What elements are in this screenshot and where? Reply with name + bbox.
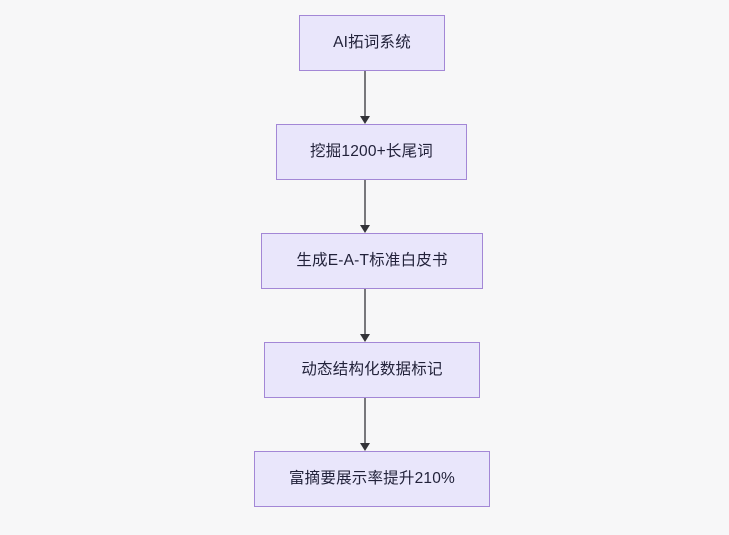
flow-arrow-3 — [358, 289, 372, 342]
flow-node-generate-eat-whitepaper[interactable]: 生成E-A-T标准白皮书 — [261, 233, 483, 289]
arrowhead-icon — [360, 443, 370, 451]
flow-node-label: 生成E-A-T标准白皮书 — [296, 251, 448, 269]
arrow-line — [364, 180, 366, 226]
flow-arrow-2 — [358, 180, 372, 233]
arrowhead-icon — [360, 116, 370, 124]
flow-node-dynamic-structured-data-markup[interactable]: 动态结构化数据标记 — [264, 342, 480, 398]
arrow-line — [364, 289, 366, 335]
flow-node-label: 挖掘1200+长尾词 — [309, 142, 434, 160]
flow-node-label: 富摘要展示率提升210% — [288, 469, 456, 487]
arrow-line — [364, 71, 366, 117]
flow-node-ai-keyword-system[interactable]: AI拓词系统 — [299, 15, 445, 71]
arrowhead-icon — [360, 334, 370, 342]
arrow-line — [364, 398, 366, 444]
flow-node-mine-longtail-keywords[interactable]: 挖掘1200+长尾词 — [276, 124, 467, 180]
flow-node-label: AI拓词系统 — [333, 33, 411, 51]
arrowhead-icon — [360, 225, 370, 233]
flow-arrow-1 — [358, 71, 372, 124]
flow-arrow-4 — [358, 398, 372, 451]
flow-node-label: 动态结构化数据标记 — [301, 360, 443, 378]
flow-node-rich-snippet-rate-increase[interactable]: 富摘要展示率提升210% — [254, 451, 490, 507]
